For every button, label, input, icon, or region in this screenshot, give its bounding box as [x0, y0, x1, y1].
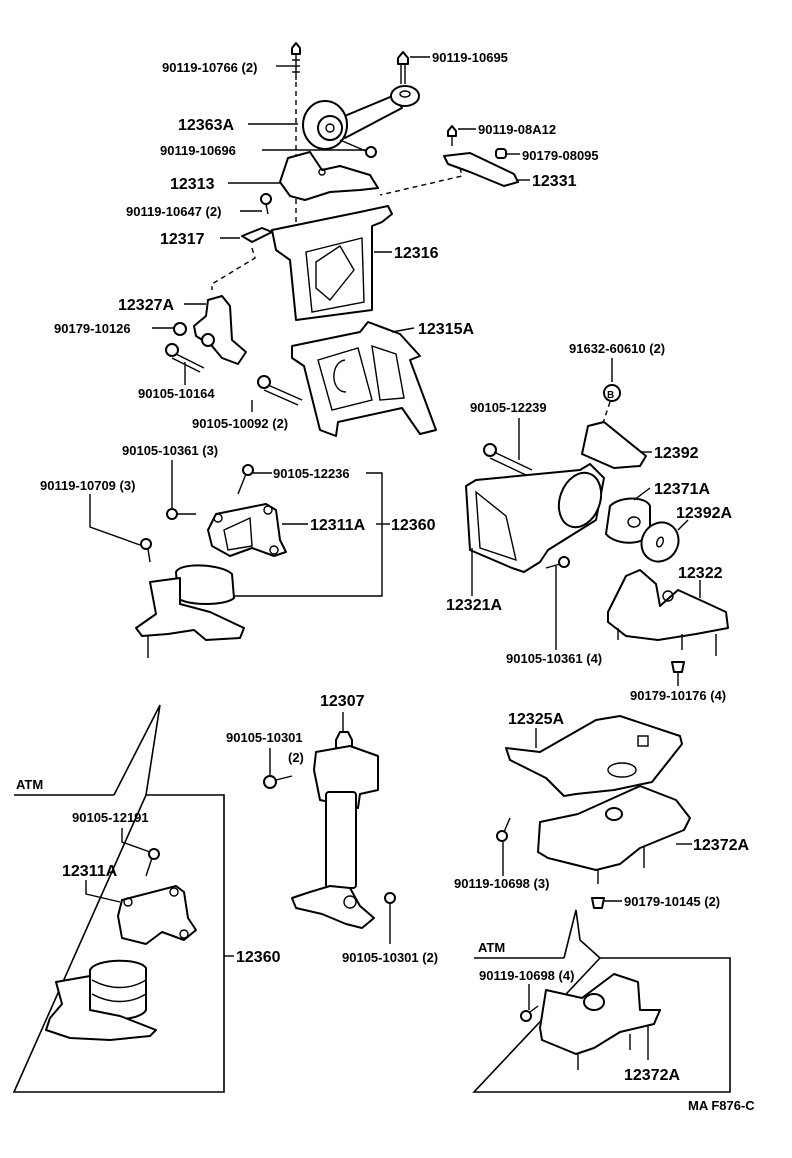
- frame-12316: [271, 205, 393, 321]
- label-12360: 12360: [391, 517, 436, 534]
- label-12372A: 12372A: [693, 837, 749, 854]
- bracket-12331: [443, 152, 519, 187]
- label-90179-10145: 90179-10145 (2): [624, 894, 720, 909]
- torque-rod-12363A: [302, 85, 420, 158]
- label-12313: 12313: [170, 176, 215, 193]
- bracket-12322: [607, 569, 729, 656]
- label-12311A-atm: 12311A: [62, 863, 118, 880]
- bolt-90119-08A12: [447, 125, 457, 146]
- bracket-12315A: [291, 321, 437, 437]
- label-12327A: 12327A: [118, 297, 174, 314]
- bracket-12311A-atm: [117, 885, 197, 945]
- label-90119-10647: 90119-10647 (2): [126, 204, 221, 219]
- nut-90179-10176: [671, 661, 685, 673]
- nut-90179-08095: [495, 148, 507, 159]
- bolt-90105-12191: [145, 848, 160, 877]
- cushion-12372A-atm: [539, 973, 661, 1070]
- figure-code: MA F876-C: [688, 1098, 755, 1113]
- atm-box-right: ATM 90119-10698 (4) 12372A: [472, 909, 731, 1093]
- label-12371A: 12371A: [654, 481, 710, 498]
- label-12321A: 12321A: [446, 597, 502, 614]
- damper-12307: [291, 731, 379, 929]
- label-90179-10126: 90179-10126: [54, 321, 131, 336]
- label-90105-10164: 90105-10164: [138, 386, 215, 401]
- label-12363A: 12363A: [178, 117, 234, 134]
- label-90119-10709: 90119-10709 (3): [40, 478, 135, 493]
- bolt-90105-10164: [165, 343, 205, 373]
- label-12315A: 12315A: [418, 321, 474, 338]
- label-90119-08A12: 90119-08A12: [478, 122, 556, 137]
- bracket-12313: [279, 151, 379, 201]
- label-12331: 12331: [532, 173, 577, 190]
- nut-91632-60610: B: [603, 384, 621, 402]
- label-90105-12239: 90105-12239: [470, 400, 547, 415]
- bolt-90105-10301-b: [384, 892, 396, 918]
- bolt-90105-12239: [483, 443, 533, 477]
- label-90179-08095: 90179-08095: [522, 148, 599, 163]
- label-90105-10301-b: 90105-10301 (2): [342, 950, 438, 965]
- label-12322: 12322: [678, 565, 723, 582]
- mount-insulator-atm: [45, 959, 157, 1041]
- label-12392: 12392: [654, 445, 699, 462]
- bracket-12325A: [505, 715, 683, 797]
- label-90105-10361-4: 90105-10361 (4): [506, 651, 602, 666]
- bolt-90119-10695: [397, 51, 409, 84]
- atm-heading-left: ATM: [16, 777, 43, 792]
- label-90105-10092: 90105-10092 (2): [192, 416, 288, 431]
- label-12311A: 12311A: [310, 517, 366, 534]
- label-90119-10698-3: 90119-10698 (3): [454, 876, 549, 891]
- label-90105-10301-a: 90105-10301: [226, 730, 303, 745]
- label-90179-10176: 90179-10176 (4): [630, 688, 726, 703]
- cushion-12372A: [537, 785, 691, 884]
- bracket-12321A: [465, 463, 605, 573]
- mount-insulator-12360: [135, 564, 245, 658]
- bolt-90105-10361-3: [166, 508, 196, 520]
- label-90105-10361-3: 90105-10361 (3): [122, 443, 218, 458]
- bolt-90119-10698-4: [520, 1005, 539, 1022]
- label-90119-10695: 90119-10695: [432, 50, 508, 65]
- bolt-90119-10647: [260, 193, 272, 215]
- label-12360-atm: 12360: [236, 949, 281, 966]
- label-12325A: 12325A: [508, 711, 564, 728]
- label-12392A: 12392A: [676, 505, 732, 522]
- label-90105-10301-a-qty: (2): [288, 750, 304, 765]
- label-90119-10766: 90119-10766 (2): [162, 60, 257, 75]
- atm-heading-right: ATM: [478, 940, 505, 955]
- label-90119-10698-4: 90119-10698 (4): [479, 968, 574, 983]
- label-90105-12191: 90105-12191: [72, 810, 149, 825]
- bolt-90105-10301-a: [263, 775, 293, 789]
- nut-90179-10145: [591, 897, 605, 909]
- label-12372A-atm: 12372A: [624, 1067, 680, 1084]
- label-12316: 12316: [394, 245, 439, 262]
- label-90105-12236: 90105-12236: [273, 466, 350, 481]
- bolt-90105-12236: [237, 464, 254, 495]
- bolt-90119-10698-3: [496, 817, 511, 842]
- bracket-12311A: [207, 503, 287, 557]
- bolt-90105-10361-4: [545, 556, 570, 569]
- label-91632-60610: 91632-60610 (2): [569, 341, 665, 356]
- bolt-90105-10092: [257, 375, 303, 406]
- cover-12392: [581, 421, 647, 469]
- washer-12392A: [640, 521, 680, 563]
- label-12307: 12307: [320, 693, 365, 710]
- link-12317: [241, 227, 273, 243]
- bolt-90119-10709: [140, 538, 152, 563]
- atm-box-left: ATM 90105-12191 12311A 12360: [12, 704, 281, 1093]
- label-12317: 12317: [160, 231, 205, 248]
- bracket-12327A: [173, 295, 247, 365]
- bolt-90119-10766: [291, 42, 301, 80]
- svg-text:B: B: [607, 390, 614, 401]
- label-90119-10696: 90119-10696: [160, 143, 236, 158]
